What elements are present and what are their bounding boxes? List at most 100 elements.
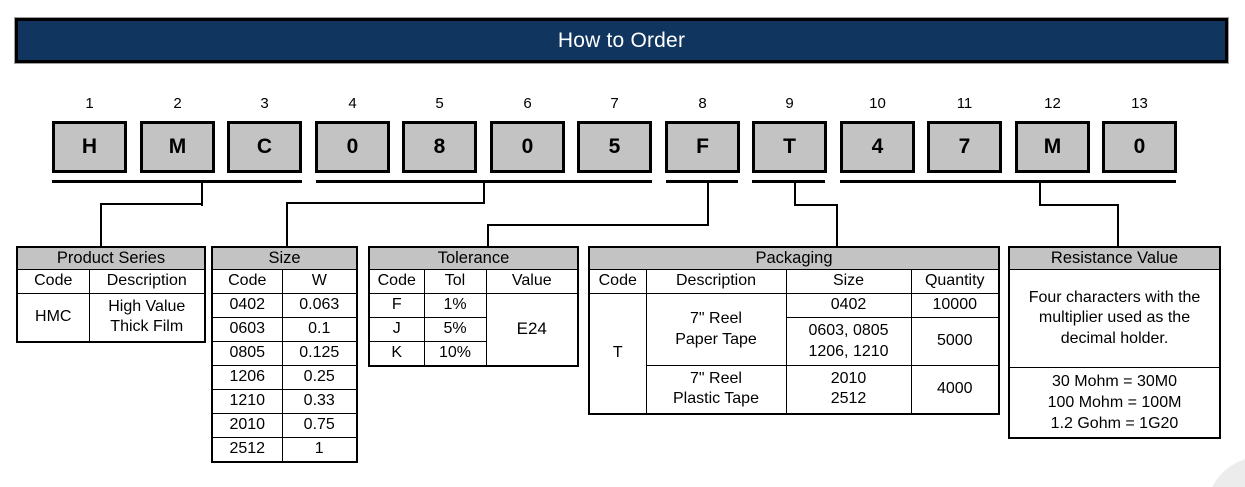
title-bar: How to Order — [15, 18, 1228, 63]
position-number: 11 — [956, 95, 973, 112]
connector-line — [100, 203, 203, 205]
table-cell: 0603, 0805 1206, 1210 — [785, 317, 912, 367]
table-cell: T — [588, 293, 647, 415]
table-title: Size — [211, 246, 358, 271]
connector-line — [286, 202, 485, 204]
page-title: How to Order — [557, 28, 686, 52]
table-cell: 0.33 — [281, 389, 358, 415]
connector-line — [100, 203, 102, 248]
code-box: 8 — [402, 121, 477, 173]
position-number: 5 — [435, 95, 444, 112]
resistance-example: 1.2 Gohm = 1G20 — [1050, 414, 1179, 432]
table-cell: High Value Thick Film — [88, 293, 206, 343]
column-header: Code — [16, 269, 90, 295]
table-title: Resistance Value — [1008, 246, 1221, 271]
table-cell: HMC — [16, 293, 90, 343]
position-number: 4 — [348, 95, 357, 112]
group-underline — [666, 180, 738, 183]
connector-line — [794, 204, 838, 206]
table-title: Packaging — [588, 246, 1000, 271]
resistance-examples: 30 Mohm = 30M0 100 Mohm = 100M 1.2 Gohm … — [1008, 367, 1221, 439]
code-box: C — [227, 121, 302, 173]
column-header: Code — [368, 269, 425, 295]
connector-line — [1039, 204, 1119, 206]
table-cell: K — [368, 341, 425, 367]
resistance-value-table: Resistance Value Four characters with th… — [1008, 246, 1221, 439]
table-cell: F — [368, 293, 425, 319]
code-box: M — [140, 121, 215, 173]
table-title: Product Series — [16, 246, 206, 271]
connector-line — [487, 224, 709, 226]
position-number: 6 — [523, 95, 532, 112]
connector-line — [483, 183, 485, 204]
code-box: 5 — [577, 121, 652, 173]
code-box: T — [752, 121, 827, 173]
table-cell: 5% — [423, 317, 487, 343]
table-cell: 0.1 — [281, 317, 358, 343]
table-cell: 1% — [423, 293, 487, 319]
connector-line — [1039, 183, 1041, 206]
table-cell: 1206 — [211, 365, 283, 391]
code-box: 0 — [315, 121, 390, 173]
position-number: 13 — [1131, 95, 1148, 112]
table-cell: 0402 — [211, 293, 283, 319]
code-box: H — [52, 121, 127, 173]
connector-line — [794, 183, 796, 206]
resistance-example: 100 Mohm = 100M — [1047, 393, 1182, 411]
connector-line — [487, 224, 489, 248]
code-box: F — [665, 121, 740, 173]
column-header: Code — [588, 269, 647, 295]
table-cell: 0.063 — [281, 293, 358, 319]
group-underline — [52, 180, 302, 183]
column-header: Quantity — [910, 269, 1000, 295]
table-cell: 2512 — [211, 437, 283, 463]
column-header: Description — [88, 269, 206, 295]
tolerance-table: Tolerance Code Tol Value F 1% E24 J 5% K… — [368, 246, 579, 367]
code-box: 0 — [490, 121, 565, 173]
table-cell: 0.125 — [281, 341, 358, 367]
table-cell: 2010 — [211, 413, 283, 439]
connector-line — [1117, 204, 1119, 248]
column-header: Description — [645, 269, 787, 295]
table-cell: 10000 — [910, 293, 1000, 319]
packaging-table: Packaging Code Description Size Quantity… — [588, 246, 1000, 415]
table-title: Tolerance — [368, 246, 579, 271]
table-cell: 1210 — [211, 389, 283, 415]
group-underline — [752, 180, 825, 183]
group-underline — [316, 180, 652, 183]
table-cell: 5000 — [910, 317, 1000, 367]
corner-watermark-circle — [1206, 457, 1245, 487]
column-header: W — [281, 269, 358, 295]
resistance-example: 30 Mohm = 30M0 — [1052, 372, 1177, 390]
table-cell: 0.75 — [281, 413, 358, 439]
table-cell: 0603 — [211, 317, 283, 343]
column-header: Size — [785, 269, 912, 295]
table-cell: 2010 2512 — [785, 365, 912, 415]
table-cell: J — [368, 317, 425, 343]
position-number: 1 — [85, 95, 94, 112]
code-box: 0 — [1102, 121, 1177, 173]
position-number: 3 — [260, 95, 269, 112]
position-number: 8 — [698, 95, 707, 112]
table-cell: 0.25 — [281, 365, 358, 391]
position-number: 10 — [869, 95, 886, 112]
table-cell: 4000 — [910, 365, 1000, 415]
position-number: 2 — [173, 95, 182, 112]
code-box: M — [1015, 121, 1090, 173]
position-number: 7 — [610, 95, 619, 112]
connector-line — [836, 204, 838, 248]
table-cell: E24 — [485, 293, 579, 367]
connector-line — [707, 183, 709, 226]
connector-line — [286, 202, 288, 248]
column-header: Code — [211, 269, 283, 295]
column-header: Value — [485, 269, 579, 295]
table-cell: 7" Reel Plastic Tape — [645, 365, 787, 415]
product-series-table: Product Series Code Description HMC High… — [16, 246, 206, 343]
group-underline — [840, 180, 1176, 183]
resistance-note: Four characters with the multiplier used… — [1008, 269, 1221, 369]
table-cell: 0402 — [785, 293, 912, 319]
column-header: Tol — [423, 269, 487, 295]
table-cell: 7" Reel Paper Tape — [645, 293, 787, 367]
